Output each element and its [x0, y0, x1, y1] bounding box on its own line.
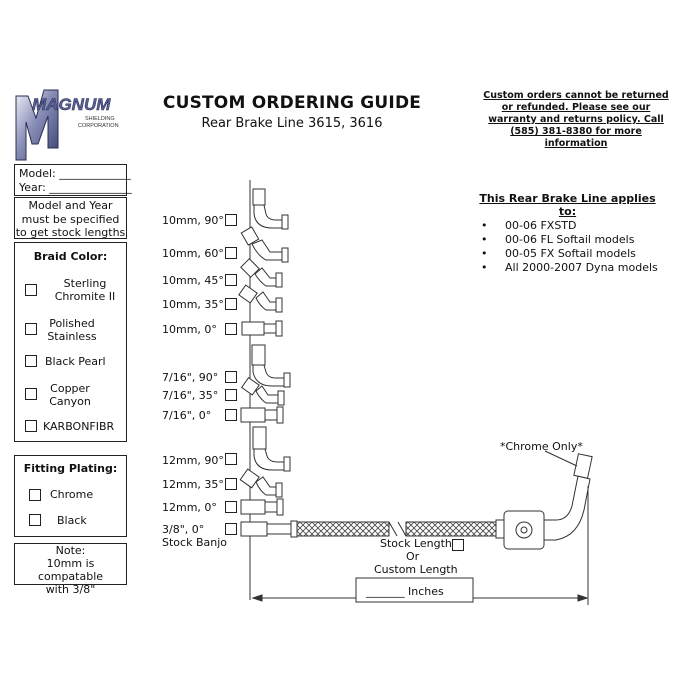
page-subtitle: Rear Brake Line 3615, 3616 [201, 116, 383, 131]
braid-black-pearl-label: Black Pearl [45, 355, 106, 368]
inches-field[interactable]: _______ Inches [366, 585, 444, 598]
fitting-label: 7/16", 90° [162, 371, 219, 384]
compatibility-note: Note: 10mm is compatable with 3/8" [14, 543, 127, 596]
or-label: Or [406, 550, 420, 563]
fitting-label: 12mm, 0° [162, 501, 217, 514]
logo-subtext-2: CORPORATION [78, 123, 119, 129]
fitting-plating-title: Fitting Plating: [23, 462, 118, 475]
fitting-checkbox[interactable] [225, 389, 237, 401]
logo-subtext-1: SHIELDING [85, 116, 115, 122]
stock-length-checkbox[interactable] [452, 539, 464, 551]
requirement-note: Model and Year must be specified to get … [14, 197, 127, 239]
fitting-label: 10mm, 60° [162, 247, 224, 260]
braid-color-title: Braid Color: [33, 250, 108, 263]
fitting-label: 10mm, 45° [162, 274, 224, 287]
plating-chrome-label: Chrome [50, 488, 94, 501]
note-title: Note: [55, 544, 86, 557]
fitting-checkbox[interactable] [225, 523, 237, 535]
applies-item: •00-05 FX Softail models [481, 247, 636, 260]
stock-banjo-fitting-drawing [240, 520, 298, 538]
chrome-only-leader [544, 450, 578, 467]
applies-item: •00-06 FXSTD [481, 219, 577, 232]
stock-length-label: Stock Length [380, 537, 452, 550]
fitting-12mm-35-drawing [239, 468, 283, 498]
magnum-logo-graphic: MAGNUM SHIELDING CORPORATION [15, 89, 119, 161]
fitting-checkbox[interactable] [225, 371, 237, 383]
plating-black-checkbox[interactable] [29, 514, 41, 526]
applies-item: •All 2000-2007 Dyna models [481, 261, 658, 274]
fitting-checkbox[interactable] [225, 214, 237, 226]
fitting-10mm-0-drawing [241, 320, 283, 337]
applies-item: •00-06 FL Softail models [481, 233, 635, 246]
chrome-only-elbow-drawing [503, 453, 593, 550]
fitting-716-90-drawing [251, 344, 291, 388]
applies-to-title: This Rear Brake Line applies to: [479, 192, 656, 218]
fitting-12mm-90-drawing [252, 426, 291, 472]
braid-karbonfibr-label: KARBONFIBR [43, 420, 115, 433]
braid-black-pearl-checkbox[interactable] [25, 355, 37, 367]
fitting-checkbox[interactable] [225, 247, 237, 259]
fitting-label: 3/8", 0° [162, 523, 205, 536]
braid-karbonfibr-checkbox[interactable] [25, 420, 37, 432]
fitting-716-0-drawing [240, 406, 284, 424]
logo-text: MAGNUM [32, 95, 111, 114]
fitting-checkbox[interactable] [225, 274, 237, 286]
fitting-label: 10mm, 35° [162, 298, 224, 311]
fitting-10mm-90-drawing [252, 188, 289, 230]
braid-copper-checkbox[interactable] [25, 388, 37, 400]
fitting-checkbox[interactable] [225, 501, 237, 513]
fitting-checkbox[interactable] [225, 453, 237, 465]
note-line-2: 10mm is compatable [37, 557, 104, 583]
fitting-checkbox[interactable] [225, 323, 237, 335]
fitting-10mm-45-drawing [240, 258, 283, 288]
custom-length-label: Custom Length [374, 563, 458, 576]
fitting-label: 7/16", 35° [162, 389, 219, 402]
year-field[interactable]: Year: _______________ [19, 181, 132, 194]
chrome-only-label: *Chrome Only* [500, 440, 583, 453]
model-year-box: Model: _____________ Year: _____________… [14, 164, 132, 196]
fitting-10mm-35-drawing [238, 284, 283, 313]
note-line-3: with 3/8" [45, 583, 96, 596]
fitting-label: 10mm, 90° [162, 214, 224, 227]
braid-sterling-checkbox[interactable] [25, 284, 37, 296]
fitting-label: 12mm, 35° [162, 478, 224, 491]
plating-black-label: Black [57, 514, 87, 527]
fitting-checkbox[interactable] [225, 478, 237, 490]
page-title: CUSTOM ORDERING GUIDE [162, 93, 422, 113]
fitting-716-35-drawing [240, 376, 285, 406]
fitting-12mm-0-drawing [240, 498, 284, 516]
braid-polished-checkbox[interactable] [25, 323, 37, 335]
fitting-checkbox[interactable] [225, 298, 237, 310]
fitting-label: 12mm, 90° [162, 454, 224, 467]
returns-notice: Custom orders cannot be returned or refu… [483, 90, 669, 149]
fitting-10mm-60-drawing [240, 226, 289, 263]
model-field[interactable]: Model: _____________ [19, 167, 131, 180]
fitting-label: 10mm, 0° [162, 323, 217, 336]
braided-hose-drawing [296, 519, 505, 539]
applies-to-panel: This Rear Brake Line applies to: •00-06 … [475, 190, 660, 278]
magnum-logo: MAGNUM SHIELDING CORPORATION [12, 88, 122, 162]
plating-chrome-checkbox[interactable] [29, 489, 41, 501]
fitting-label: 7/16", 0° [162, 409, 212, 422]
stock-banjo-label: Stock Banjo [162, 536, 227, 549]
fitting-checkbox[interactable] [225, 409, 237, 421]
fitting-plating-panel: Fitting Plating: Chrome Black [14, 455, 127, 537]
